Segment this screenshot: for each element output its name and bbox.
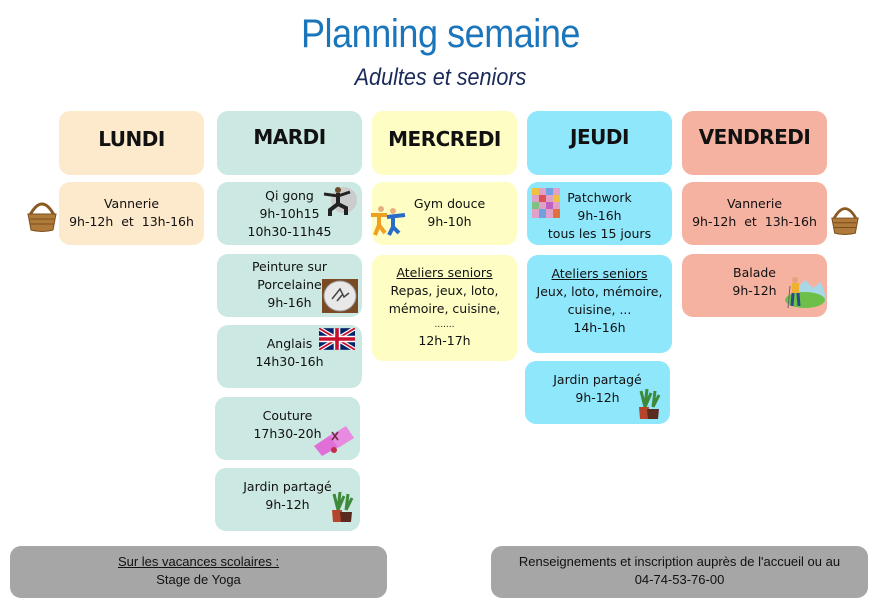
qigong-icon bbox=[323, 187, 357, 216]
activity-name: Balade bbox=[733, 265, 776, 280]
activity-name: Jardin partagé bbox=[553, 372, 642, 387]
activity-name: Qi gong bbox=[265, 188, 314, 203]
day-label: LUNDI bbox=[98, 127, 165, 151]
activity-time: 14h30-16h bbox=[255, 354, 324, 369]
activity-name: Couture bbox=[262, 408, 313, 423]
page-subtitle: Adultes et seniors bbox=[354, 64, 527, 91]
activity-name: Ateliers seniors bbox=[396, 265, 493, 280]
footer-vacances: Sur les vacances scolaires : Stage de Yo… bbox=[10, 546, 387, 598]
day-header-jeudi: JEUDI bbox=[527, 111, 672, 175]
activity-time: 9h-12h et 13h-16h bbox=[692, 214, 817, 229]
activity-time: 17h30-20h bbox=[253, 426, 322, 441]
footer-contact: Renseignements et inscription auprès de … bbox=[491, 546, 868, 598]
activity-time: 9h-12h bbox=[732, 283, 777, 298]
day-header-vendredi: VENDREDI bbox=[682, 111, 827, 175]
activity-detail: Repas, jeux, loto, bbox=[390, 283, 499, 298]
hiker-icon bbox=[785, 277, 825, 309]
activity-detail: ....... bbox=[434, 320, 455, 330]
day-header-mercredi: MERCREDI bbox=[372, 111, 517, 175]
activity-time: 9h-12h bbox=[575, 390, 620, 405]
basket-icon bbox=[27, 202, 57, 232]
day-header-lundi: LUNDI bbox=[59, 111, 204, 175]
uk-flag-icon bbox=[319, 328, 355, 350]
activity-detail: Jeux, loto, mémoire, bbox=[536, 284, 663, 299]
activity-time: 14h-16h bbox=[573, 320, 626, 335]
footer-vacances-title: Sur les vacances scolaires : bbox=[117, 554, 280, 569]
activity-time: 9h-16h bbox=[267, 295, 312, 310]
activity-detail: cuisine, ... bbox=[567, 302, 632, 317]
activity-vendredi-balade: Balade 9h-12h bbox=[682, 254, 827, 317]
activity-detail: mémoire, cuisine, bbox=[388, 301, 501, 316]
patchwork-icon bbox=[532, 188, 560, 218]
plant-pot-icon bbox=[639, 388, 661, 419]
day-label: MERCREDI bbox=[388, 127, 501, 151]
activity-time: 9h-10h bbox=[427, 214, 472, 229]
page-title: Planning semaine bbox=[301, 12, 580, 56]
sewing-icon bbox=[314, 426, 354, 456]
day-label: JEUDI bbox=[570, 125, 629, 149]
activity-time: 9h-16h bbox=[577, 208, 622, 223]
activity-name: Vannerie bbox=[103, 196, 160, 211]
activity-name: Vannerie bbox=[726, 196, 783, 211]
footer-contact-text: Renseignements et inscription auprès de … bbox=[518, 554, 841, 569]
activity-name: Gym douce bbox=[413, 196, 486, 211]
activity-name: Anglais bbox=[266, 336, 313, 351]
activity-time: 9h-10h15 bbox=[259, 206, 320, 221]
footer-phone: 04-74-53-76-00 bbox=[634, 572, 725, 587]
day-label: VENDREDI bbox=[698, 125, 811, 149]
activity-time: 12h-17h bbox=[418, 333, 471, 348]
activity-time: 9h-12h bbox=[265, 497, 310, 512]
activity-name: Peinture sur bbox=[251, 259, 328, 274]
activity-time: 10h30-11h45 bbox=[247, 224, 332, 239]
activity-name: Patchwork bbox=[567, 190, 632, 205]
activity-mercredi-gym: Gym douce 9h-10h bbox=[372, 182, 517, 245]
plant-pot-icon bbox=[332, 491, 354, 522]
activity-vendredi-vannerie: Vannerie 9h-12h et 13h-16h bbox=[682, 182, 827, 245]
gym-icon bbox=[371, 206, 406, 236]
activity-name: Ateliers seniors bbox=[551, 266, 648, 281]
activity-name: Jardin partagé bbox=[243, 479, 332, 494]
activity-lundi-vannerie: Vannerie 9h-12h et 13h-16h bbox=[59, 182, 204, 245]
footer-vacances-text: Stage de Yoga bbox=[156, 572, 241, 587]
activity-jeudi-ateliers: Ateliers seniors Jeux, loto, mémoire, cu… bbox=[527, 255, 672, 353]
basket-icon bbox=[831, 207, 859, 235]
porcelain-plate-icon bbox=[322, 279, 358, 313]
day-label: MARDI bbox=[253, 125, 326, 149]
day-header-mardi: MARDI bbox=[217, 111, 362, 175]
activity-time: 9h-12h et 13h-16h bbox=[69, 214, 194, 229]
activity-name-2: Porcelaine bbox=[257, 277, 322, 292]
activity-mercredi-ateliers: Ateliers seniors Repas, jeux, loto, mémo… bbox=[372, 255, 517, 361]
activity-detail: tous les 15 jours bbox=[547, 226, 652, 241]
